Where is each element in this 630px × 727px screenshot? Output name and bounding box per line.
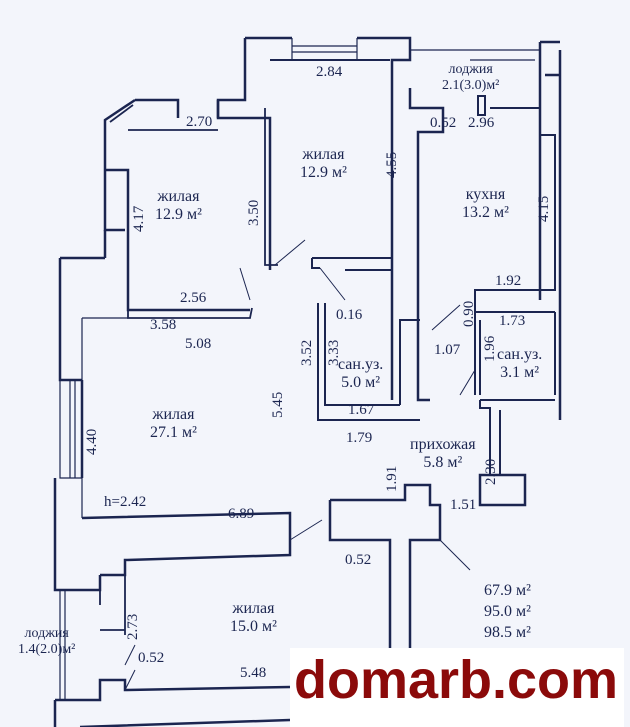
dim-label: 0.90 [461,300,477,327]
dim-label: 2.30 [483,458,499,485]
room-area: 3.1 м² [500,364,540,381]
total-area: 95.0 м² [484,603,531,620]
dim-label: 4.17 [131,205,147,232]
room-bathroom-1: сан.уз.5.0 м² [338,356,383,392]
dim-label: 2.96 [468,115,495,131]
room-area: 12.9 м² [155,206,202,223]
dim-label: 1.91 [384,465,400,492]
room-area: 2.1(3.0)м² [442,78,500,93]
dim-label: 4.55 [384,151,400,178]
dim-label: 5.45 [270,391,286,418]
dim-label: 4.15 [536,195,552,222]
room-area: 5.8 м² [423,454,463,471]
dim-label: 6.89 [228,506,255,522]
dim-label: 1.79 [346,430,373,446]
dim-label: 5.48 [240,665,267,681]
dim-label: 1.73 [499,313,526,329]
dim-label: 1.51 [450,497,477,513]
watermark-text: domarb.com [294,650,619,710]
dim-label: 2.56 [180,290,207,306]
dim-label: 0.16 [336,307,363,323]
dim-label: 2.84 [316,64,343,80]
dim-label: 3.33 [326,339,342,366]
dim-label: 0.52 [430,115,457,131]
room-name: жилая [232,600,275,617]
dim-label: 3.52 [299,339,315,366]
dim-label: 1.92 [495,273,522,289]
room-name: лоджия [448,62,493,77]
dim-label: 2.73 [125,613,141,640]
dim-label: 5.08 [185,336,212,352]
dim-label: 4.40 [84,428,100,455]
room-area: 13.2 м² [462,204,509,221]
dim-label: 0.52 [345,552,372,568]
room-name: жилая [157,188,200,205]
dim-label: 3.50 [246,199,262,226]
watermark: domarb.com [290,648,624,727]
room-area: 5.0 м² [341,374,381,391]
dim-label: 1.96 [482,335,498,362]
dim-label: 2.70 [186,114,213,130]
room-name: лоджия [24,626,69,641]
room-name: сан.уз. [497,346,543,363]
total-living-area: 67.9 м² [484,582,531,599]
room-name: прихожая [410,436,476,453]
room-name: жилая [302,146,345,163]
dim-label: 1.07 [434,342,461,358]
room-area: 15.0 м² [230,618,277,635]
area-totals: 67.9 м² 95.0 м² 98.5 м² [484,580,531,643]
dim-label: 1.67 [348,402,375,418]
dim-label: 3.58 [150,317,177,333]
dim-label: 0.52 [138,650,165,666]
room-name: жилая [152,406,195,423]
room-name: кухня [465,186,506,203]
ceiling-height: h=2.42 [104,494,147,510]
room-area: 27.1 м² [150,424,197,441]
room-area: 12.9 м² [300,164,347,181]
room-bathroom-2: сан.уз.3.1 м² [497,346,542,382]
room-name: сан.уз. [338,356,384,373]
total-area-with-loggias: 98.5 м² [484,624,531,641]
room-area: 1.4(2.0)м² [18,642,76,657]
